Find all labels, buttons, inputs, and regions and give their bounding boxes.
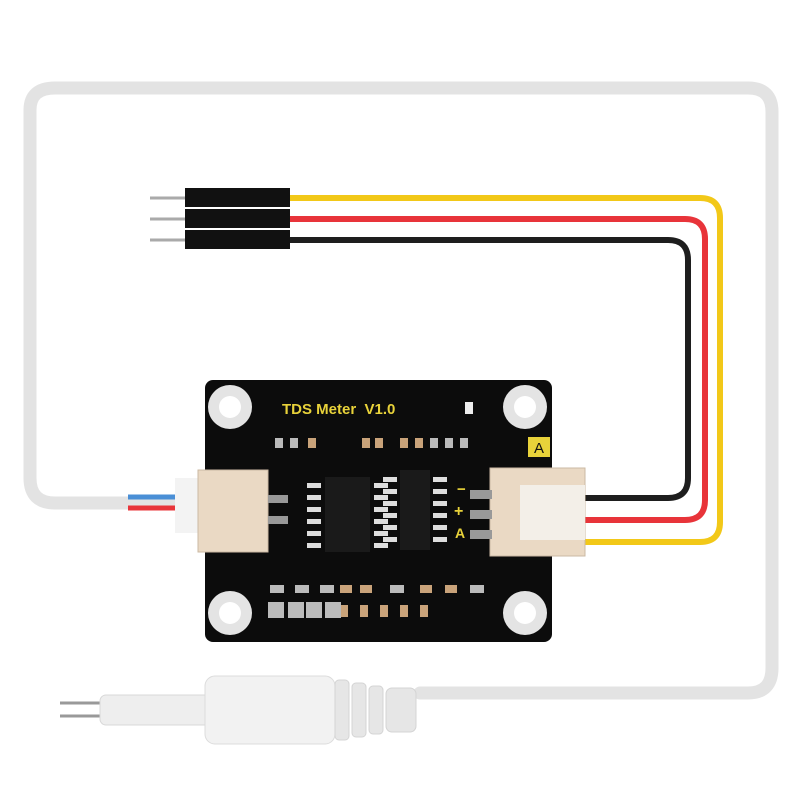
pin-label-ground: − — [457, 481, 466, 498]
pcb-board: TDS Meter V1.0 A − + A — [205, 380, 552, 642]
cd4060-chip — [400, 470, 430, 550]
signal-connector — [470, 467, 586, 557]
ic-chip — [325, 477, 370, 552]
probe-cable — [23, 81, 779, 700]
pin-label-power: + — [454, 503, 463, 520]
probe-connector — [175, 469, 288, 553]
dupont-header-pins — [150, 188, 290, 249]
ground-wire — [290, 237, 691, 501]
power-wire — [290, 216, 708, 523]
pin-label-analog: A — [455, 525, 465, 541]
port-marker: A — [534, 440, 544, 457]
board-title: TDS Meter V1.0 — [282, 401, 395, 418]
tds-probe — [60, 675, 417, 745]
signal-wire — [290, 195, 723, 545]
